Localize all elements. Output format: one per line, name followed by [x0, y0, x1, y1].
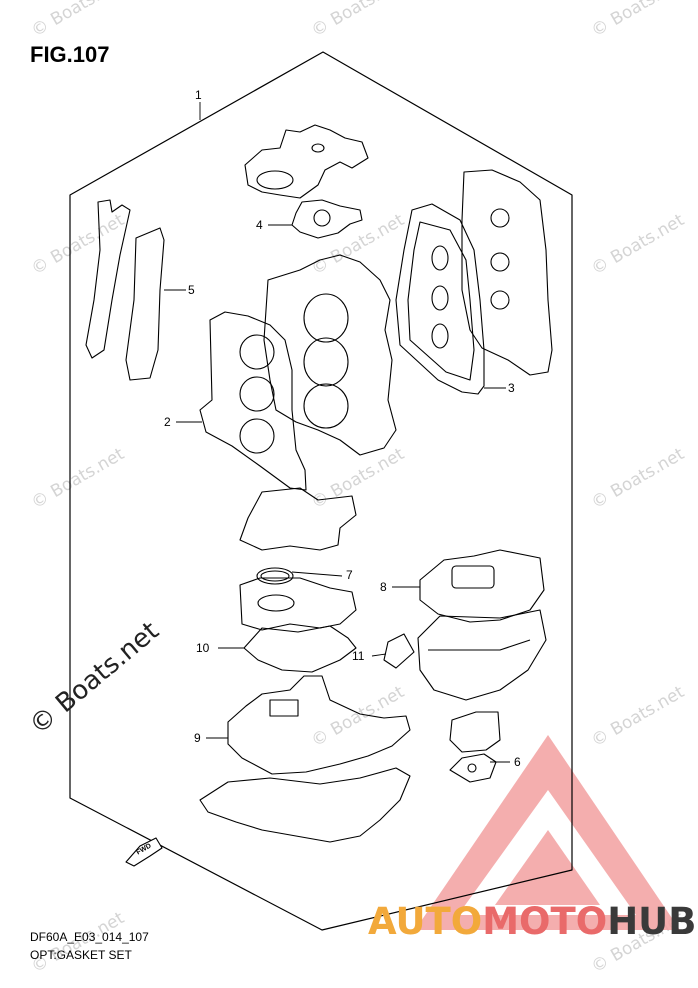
figure-title: FIG.107 — [30, 42, 110, 67]
part-7-o-ring — [256, 567, 294, 585]
part-3-valve-cover-gasket — [395, 203, 485, 395]
figure-name: OPT:GASKET SET — [30, 948, 132, 962]
exhaust-housing — [239, 577, 357, 631]
callout-7: 7 — [346, 568, 353, 582]
automotohub-logo-text: AUTOMOTOHUB — [368, 900, 696, 943]
callout-11: 11 — [352, 649, 365, 663]
callout-5: 5 — [188, 283, 195, 297]
lower-case — [199, 767, 411, 843]
part-10-gasket — [243, 625, 357, 673]
part-11-gasket — [383, 633, 415, 669]
callout-10: 10 — [196, 641, 210, 655]
oil-pan — [417, 609, 547, 701]
brand-part-auto: AUTO — [368, 900, 483, 943]
part-6-gasket — [449, 753, 497, 783]
brand-part-moto: MOTO — [482, 900, 608, 943]
callout-9: 9 — [194, 731, 201, 745]
kit-outline — [69, 51, 573, 931]
brand-part-hub: HUB — [607, 900, 697, 943]
part-2-head-gasket — [199, 311, 307, 491]
part-5-gasket-right — [125, 227, 165, 381]
leader-lines — [164, 102, 510, 763]
valve-cover — [461, 169, 553, 376]
figure-code: DF60A_E03_014_107 — [30, 930, 149, 944]
part-8-gasket — [419, 549, 545, 623]
water-pump-body — [449, 711, 501, 753]
callout-8: 8 — [380, 580, 387, 594]
part-5-gasket-left — [85, 199, 131, 359]
callout-3: 3 — [508, 381, 515, 395]
callout-2: 2 — [164, 415, 171, 429]
callout-1: 1 — [195, 88, 202, 102]
callout-6: 6 — [514, 755, 521, 769]
part-4-gasket — [291, 199, 363, 239]
fwd-arrow-icon — [125, 837, 163, 867]
part-9-gasket — [227, 675, 411, 775]
mid-housing — [239, 487, 357, 551]
upper-cover-gasket — [244, 124, 369, 199]
callout-4: 4 — [256, 218, 263, 232]
cylinder-block — [263, 254, 397, 456]
